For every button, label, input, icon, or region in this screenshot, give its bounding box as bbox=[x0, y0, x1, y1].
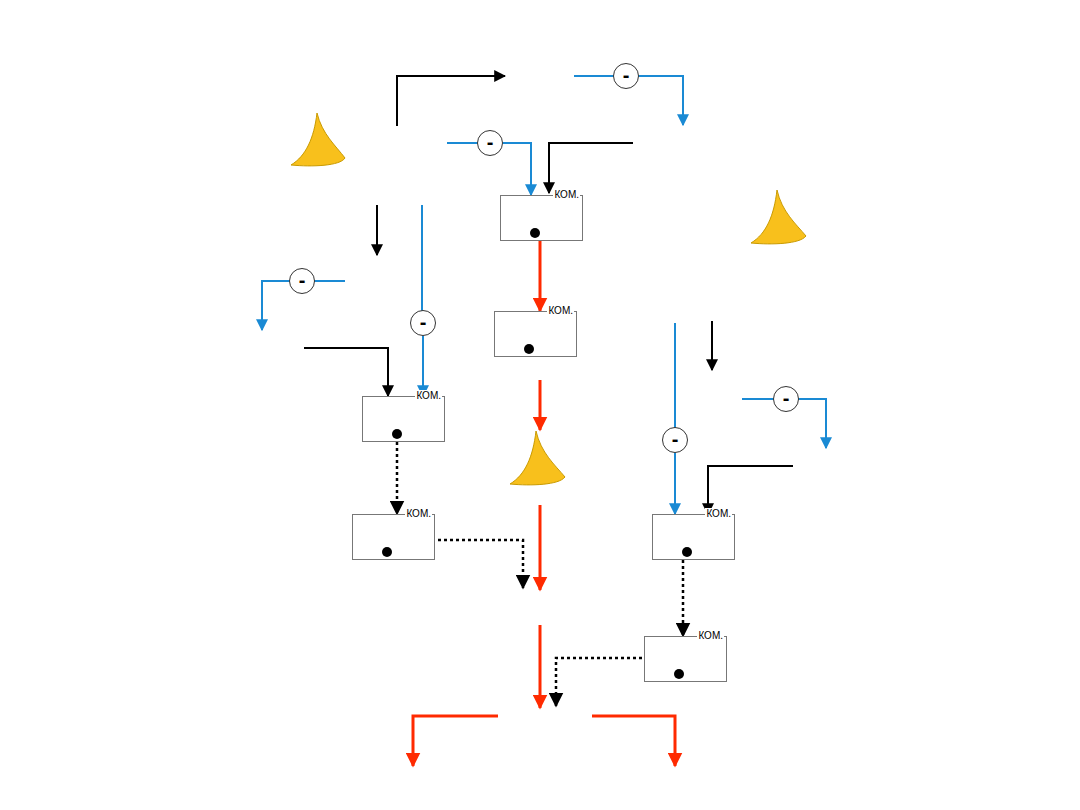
minus-sign: - bbox=[299, 270, 306, 290]
box-label: КОМ. bbox=[705, 508, 732, 520]
connector bbox=[396, 442, 399, 514]
box-label: КОМ. bbox=[405, 508, 432, 520]
blue-arrows bbox=[262, 76, 826, 448]
complex-box: КОМ. bbox=[362, 396, 445, 442]
connector bbox=[674, 453, 676, 514]
gland-shape bbox=[291, 113, 806, 485]
dot-marker bbox=[524, 344, 534, 354]
dot-marker bbox=[392, 429, 402, 439]
inhibition-circle: - bbox=[477, 130, 503, 156]
inhibition-circle: - bbox=[289, 268, 315, 294]
inhibition-circle: - bbox=[410, 310, 436, 336]
box-label: КОМ. bbox=[697, 630, 724, 642]
minus-sign: - bbox=[672, 429, 679, 449]
dot-marker bbox=[674, 669, 684, 679]
complex-box: КОМ. bbox=[352, 514, 435, 560]
black-arrows bbox=[304, 76, 793, 514]
minus-sign: - bbox=[487, 132, 494, 152]
inhibition-circle: - bbox=[773, 386, 799, 412]
red-arrows bbox=[413, 380, 675, 766]
connector bbox=[422, 336, 424, 396]
box-label: КОМ. bbox=[415, 390, 442, 402]
inhibition-circle: - bbox=[613, 63, 639, 89]
minus-sign: - bbox=[420, 312, 427, 332]
dot-marker bbox=[530, 228, 540, 238]
inhibition-circle: - bbox=[662, 427, 688, 453]
dotted-arrows bbox=[438, 540, 642, 706]
connector bbox=[539, 241, 542, 311]
box-label: КОМ. bbox=[547, 305, 574, 317]
connector bbox=[503, 143, 531, 195]
dot-marker bbox=[382, 547, 392, 557]
dot-marker bbox=[682, 547, 692, 557]
connector bbox=[682, 560, 685, 636]
minus-sign: - bbox=[623, 65, 630, 85]
box-label: КОМ. bbox=[553, 189, 580, 201]
complex-box: КОМ. bbox=[500, 195, 583, 241]
complex-box: КОМ. bbox=[494, 311, 577, 357]
complex-box: КОМ. bbox=[644, 636, 727, 682]
minus-sign: - bbox=[783, 388, 790, 408]
complex-box: КОМ. bbox=[652, 514, 735, 560]
